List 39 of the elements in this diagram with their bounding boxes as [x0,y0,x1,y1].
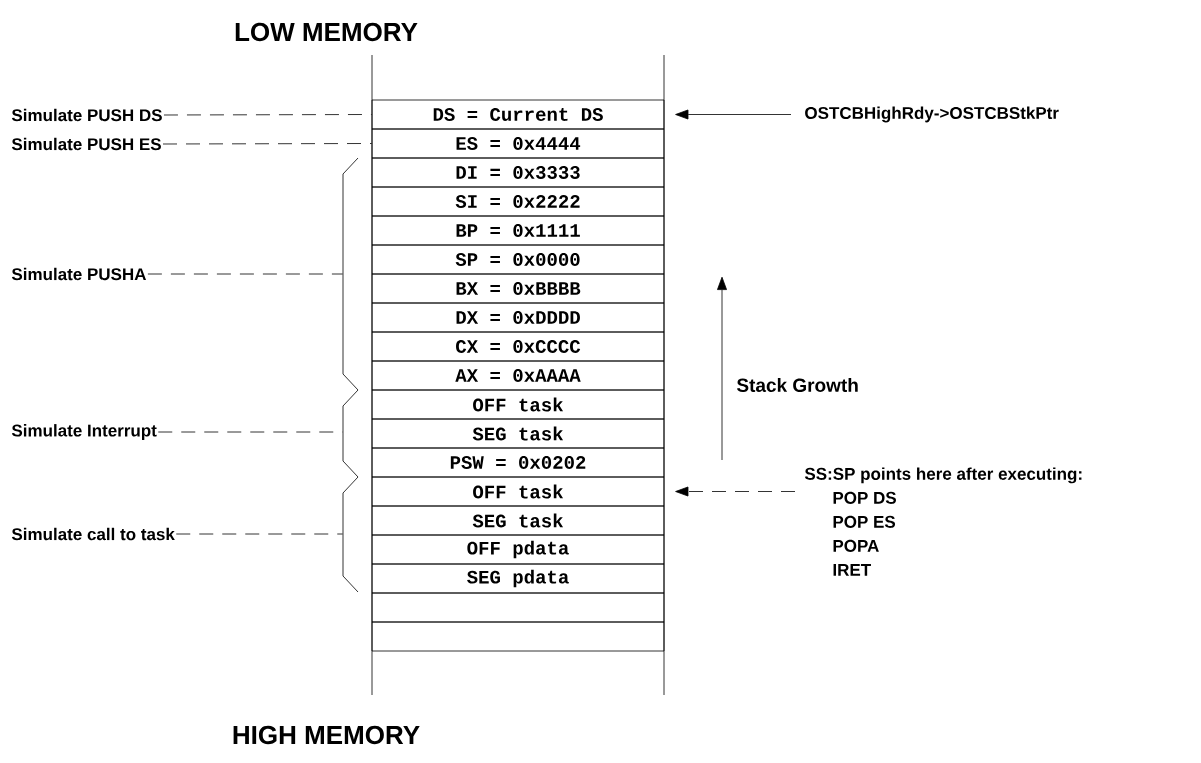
heading: HIGH MEMORY [233,725,420,745]
stack-cell: BP = 0x1111 [371,215,665,246]
stack-cell [371,592,665,623]
stack-cell: SI = 0x2222 [371,186,665,217]
stack-cell: BX = 0xBBBB [371,273,665,304]
step-label: Simulate call to task [11,527,175,541]
stack-cell: DX = 0xDDDD [371,302,665,333]
stack-cell: OFF pdata [371,534,665,565]
stack-cell: OFF task [371,389,665,420]
step-label: Simulate Interrupt [11,424,157,440]
leader-line [175,533,343,535]
arrow [675,109,792,120]
brace [342,389,359,478]
stack-cell [371,621,665,652]
note-text: SS:SP points here after executing: POP DS POP ES POPA IRET [804,467,1082,576]
stack-cell: PSW = 0x0202 [371,447,665,478]
brace [342,476,359,593]
stack-cell: AX = 0xAAAA [371,360,665,391]
leader-line [147,273,343,275]
direction-label: Stack Growth [736,378,858,392]
stack-cell: DI = 0x3333 [371,157,665,188]
arrow [675,486,796,497]
leader-line [157,431,343,433]
step-label: Simulate PUSHA [11,267,146,281]
heading: LOW MEMORY [235,22,418,42]
stack-cell: SP = 0x0000 [371,244,665,275]
stack-cell: ES = 0x4444 [371,128,665,159]
stack-cell: SEG task [371,418,665,449]
stack-cell: OFF task [371,476,665,507]
brace [342,157,359,391]
pointer-label: OSTCBHighRdy->OSTCBStkPtr [805,106,1059,123]
stack-cell: DS = Current DS [371,99,665,130]
leader-line [163,114,372,116]
stack-cell: CX = 0xCCCC [371,331,665,362]
stack-cell: SEG pdata [371,563,665,594]
step-label: Simulate PUSH ES [11,137,161,151]
step-label: Simulate PUSH DS [11,108,162,122]
stack-cell: SEG task [371,505,665,536]
leader-line [162,143,372,145]
